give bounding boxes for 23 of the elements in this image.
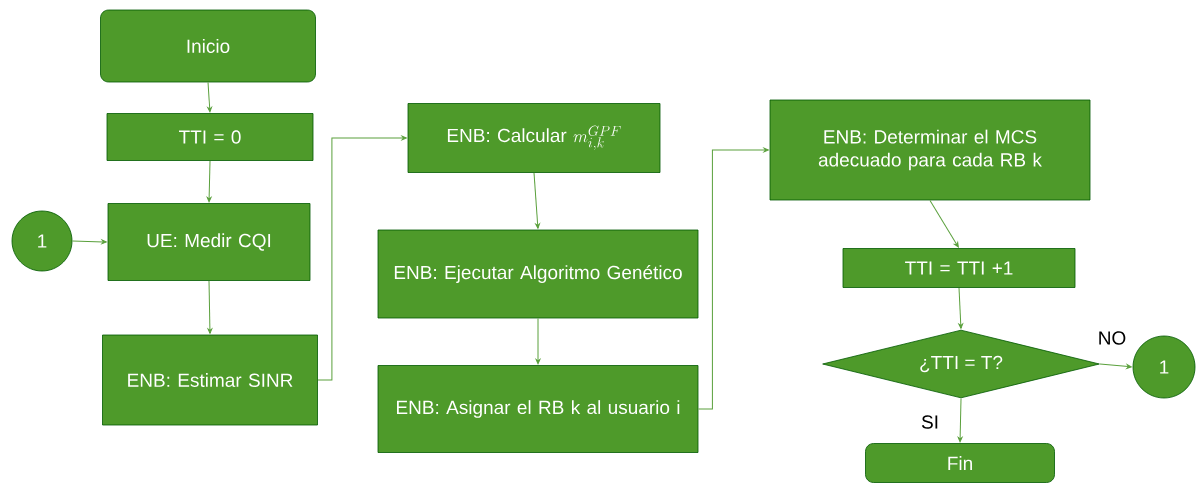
arrow bbox=[535, 317, 541, 365]
arrow bbox=[697, 147, 769, 410]
arrow bbox=[206, 160, 212, 203]
process-box: ENB: Asignar el RB k al usuario i bbox=[377, 365, 699, 453]
process-box: ENB: Estimar SINR bbox=[102, 334, 318, 426]
arrow bbox=[533, 172, 540, 229]
process-box: ENB: Ejecutar Algoritmo Genético bbox=[377, 229, 699, 319]
process-box: ENB: Calcular $m_{i,k}^{GPF}$ bbox=[407, 103, 661, 173]
arrow bbox=[207, 81, 212, 113]
arrow bbox=[929, 199, 959, 248]
arrow bbox=[957, 397, 963, 443]
process-box: ENB: Determinar el MCS adecuado para cada RB k bbox=[769, 99, 1091, 201]
arrow bbox=[71, 239, 107, 245]
arrow bbox=[317, 135, 407, 381]
process-box: UE: Medir CQI bbox=[107, 203, 311, 281]
arrow bbox=[1099, 363, 1132, 369]
start-box: Inicio bbox=[100, 9, 316, 83]
arrow bbox=[958, 287, 964, 329]
end-box: Fin bbox=[865, 443, 1055, 483]
process-box: TTI = TTI +1 bbox=[842, 248, 1076, 288]
edge-label: SI bbox=[920, 414, 940, 430]
process-box: TTI = 0 bbox=[106, 113, 314, 161]
arrow bbox=[207, 280, 213, 334]
